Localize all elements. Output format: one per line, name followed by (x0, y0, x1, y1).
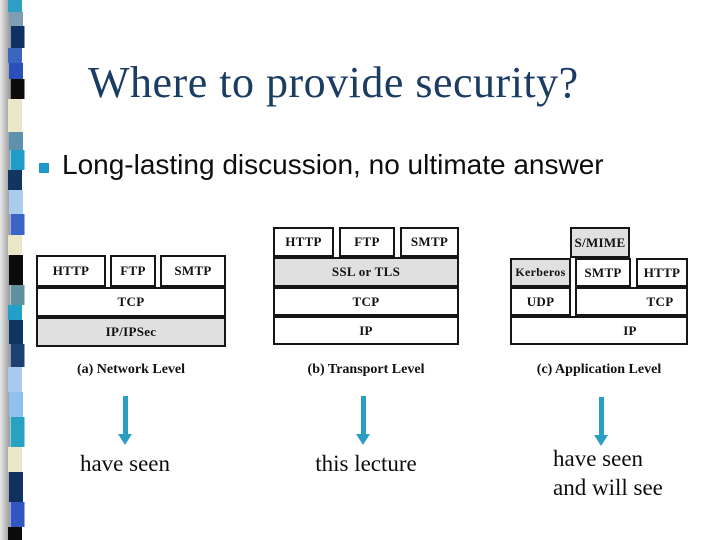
caption-application-level: (c) Application Level (536, 362, 662, 377)
caption-network-level: (a) Network Level (76, 362, 186, 377)
cell-b-ssl-tls: SSL or TLS (273, 257, 459, 287)
cell-c-udp: UDP (510, 287, 571, 316)
arrow-head (356, 434, 370, 445)
cell-a-ftp: FTP (110, 255, 156, 287)
cell-b-ip: IP (273, 316, 459, 345)
cell-c-kerberos: Kerberos (510, 258, 571, 287)
arrow-head (118, 434, 132, 445)
page-title: Where to provide security? (88, 58, 579, 107)
decorative-strip (8, 0, 25, 540)
note-have-seen: have seen (79, 451, 171, 476)
cell-b-smtp: SMTP (400, 227, 459, 257)
cell-b-tcp: TCP (273, 287, 459, 316)
cell-c-smtp: SMTP (575, 258, 631, 287)
cell-b-ftp: FTP (339, 227, 395, 257)
transport-level-diagram: HTTP FTP SMTP SSL or TLS TCP IP (273, 227, 459, 345)
arrow-head (594, 435, 608, 446)
cell-a-http: HTTP (36, 255, 106, 287)
network-level-diagram: HTTP FTP SMTP TCP IP/IPSec (36, 255, 226, 347)
cell-c-tcp: TCP (575, 287, 688, 316)
down-arrow-icon (118, 396, 132, 445)
note-line-2: and will see (553, 475, 663, 500)
cell-a-smtp: SMTP (160, 255, 226, 287)
cell-b-http: HTTP (273, 227, 334, 257)
bullet-text: Long-lasting discussion, no ultimate ans… (62, 149, 604, 180)
cell-c-smime: S/MIME (570, 227, 630, 258)
cell-c-http: HTTP (636, 258, 688, 287)
application-level-diagram: S/MIME Kerberos SMTP HTTP UDP TCP IP (510, 227, 688, 345)
cell-a-ipsec: IP/IPSec (36, 317, 226, 347)
arrow-shaft (122, 396, 128, 434)
note-this-lecture: this lecture (315, 451, 417, 476)
down-arrow-icon (356, 396, 370, 445)
arrow-shaft (360, 396, 366, 434)
cell-a-tcp: TCP (36, 287, 226, 317)
cell-c-ip: IP (510, 316, 688, 345)
note-have-seen-will-see: have seen and will see (553, 444, 663, 502)
arrow-shaft (598, 397, 604, 435)
down-arrow-icon (594, 397, 608, 446)
note-line-1: have seen (553, 446, 644, 471)
bullet-square-icon (39, 163, 49, 173)
left-edge-shadow (0, 0, 10, 540)
caption-transport-level: (b) Transport Level (307, 362, 425, 377)
